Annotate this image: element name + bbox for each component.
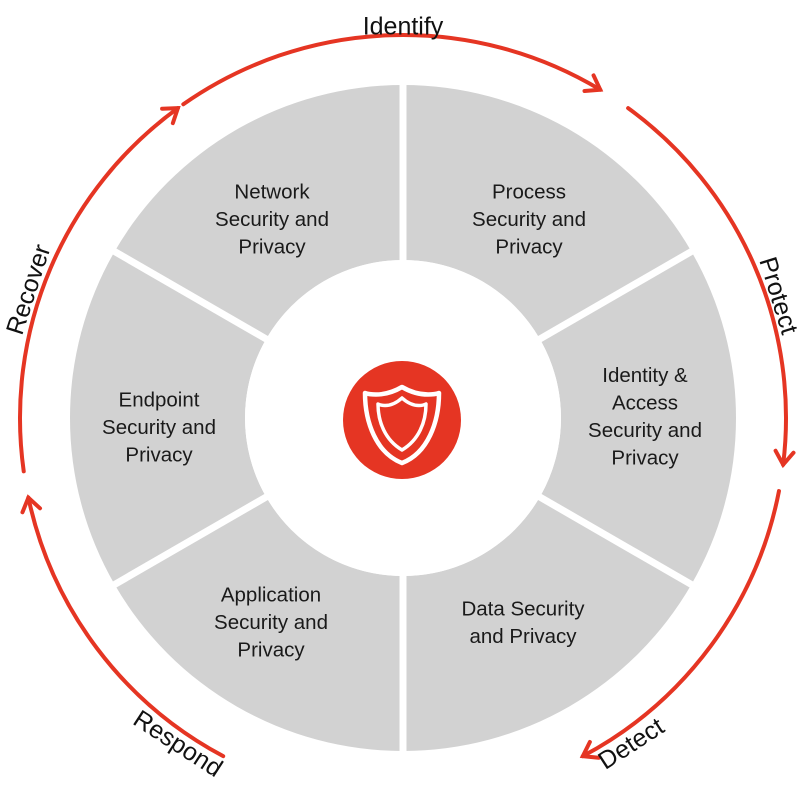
cycle-arc-detect bbox=[580, 489, 781, 759]
phase-label-detect: Detect bbox=[593, 712, 669, 775]
shield-badge bbox=[343, 361, 461, 479]
segment-divider bbox=[109, 246, 272, 345]
segment-label-line: Privacy bbox=[237, 639, 305, 662]
segment-data bbox=[403, 497, 692, 751]
cycle-arc-identify bbox=[181, 33, 603, 107]
segment-label-line: Security and bbox=[588, 419, 702, 442]
shield-badge-circle bbox=[343, 361, 461, 479]
arrowhead-icon bbox=[20, 494, 43, 515]
segment-label-line: Identity & bbox=[602, 364, 688, 387]
segment-network bbox=[114, 85, 404, 339]
segments-layer bbox=[69, 85, 736, 751]
segment-label-line: Network bbox=[234, 181, 310, 204]
segment-label-data: Data Security and Privacy bbox=[461, 597, 585, 648]
segment-divider bbox=[109, 491, 272, 590]
segment-label-line: Security and bbox=[215, 208, 329, 231]
segment-label-line: Application bbox=[221, 584, 321, 607]
arrowhead-icon bbox=[582, 73, 604, 93]
segment-label-line: and Privacy bbox=[469, 625, 577, 648]
segment-divider bbox=[534, 491, 697, 590]
cycle-arrows bbox=[18, 33, 796, 760]
segment-label-line: Privacy bbox=[125, 444, 193, 467]
shield-inner-icon bbox=[376, 396, 428, 452]
cycle-arc-recover bbox=[18, 106, 180, 474]
segment-divider bbox=[534, 246, 697, 345]
segment-label-line: Process bbox=[492, 181, 566, 204]
cycle-arc-respond bbox=[26, 495, 226, 759]
segment-label-line: Security and bbox=[102, 416, 216, 439]
arrowhead-icon bbox=[160, 106, 181, 126]
segment-identity-access bbox=[539, 251, 736, 585]
segment-label-line: Security and bbox=[472, 208, 586, 231]
segment-process bbox=[403, 85, 692, 339]
segment-application bbox=[114, 497, 404, 751]
segment-label-line: Privacy bbox=[238, 236, 306, 259]
segment-label-line: Endpoint bbox=[119, 389, 200, 412]
arrowhead-icon bbox=[579, 740, 601, 760]
phase-label-protect: Protect bbox=[753, 254, 803, 338]
shield-icon bbox=[362, 384, 442, 466]
segment-label-line: Security and bbox=[214, 611, 328, 634]
segment-endpoint bbox=[69, 251, 267, 585]
segment-label-line: Privacy bbox=[495, 236, 563, 259]
segment-label-line: Data Security bbox=[461, 597, 585, 620]
dividers-layer bbox=[109, 81, 697, 755]
arrowhead-icon bbox=[773, 448, 796, 469]
phase-label-respond: Respond bbox=[128, 705, 227, 783]
cycle-arc-protect bbox=[626, 106, 788, 467]
segment-label-line: Privacy bbox=[611, 446, 679, 469]
phase-label-identify: Identify bbox=[363, 13, 444, 41]
segment-label-line: Access bbox=[612, 391, 678, 414]
phase-label-recover: Recover bbox=[1, 241, 56, 338]
